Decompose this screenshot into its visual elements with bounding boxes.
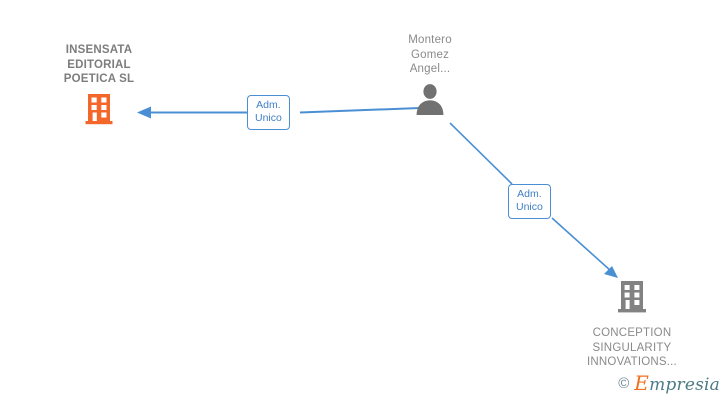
node-person-montero[interactable]: Montero Gomez Angel... xyxy=(355,33,505,120)
arrowhead-down-right-icon xyxy=(604,266,618,278)
node-label-insensata: INSENSATA EDITORIAL POETICA SL xyxy=(63,44,135,85)
building-icon xyxy=(85,93,113,130)
node-company-insensata[interactable]: INSENSATA EDITORIAL POETICA SL xyxy=(24,43,174,130)
brand-logo-text: Empresia xyxy=(634,373,720,394)
copyright-icon: © xyxy=(618,375,630,392)
person-icon xyxy=(415,83,445,120)
node-label-montero: Montero Gomez Angel... xyxy=(408,34,452,75)
edge-label-adm-unico-1[interactable]: Adm. Unico xyxy=(247,95,290,130)
edge-montero-conception xyxy=(449,122,618,278)
building-icon xyxy=(617,280,647,319)
node-label-conception: CONCEPTION SINGULARITY INNOVATIONS... xyxy=(587,327,677,368)
brand-rest: mpresia xyxy=(649,375,720,395)
watermark-empresia: © Empresia xyxy=(618,373,720,394)
node-company-conception[interactable]: CONCEPTION SINGULARITY INNOVATIONS... xyxy=(557,280,707,370)
edge-montero-insensata xyxy=(137,106,421,119)
brand-initial: E xyxy=(634,371,650,395)
arrowhead-left-icon xyxy=(137,106,151,119)
edge-label-adm-unico-2[interactable]: Adm. Unico xyxy=(508,184,551,219)
